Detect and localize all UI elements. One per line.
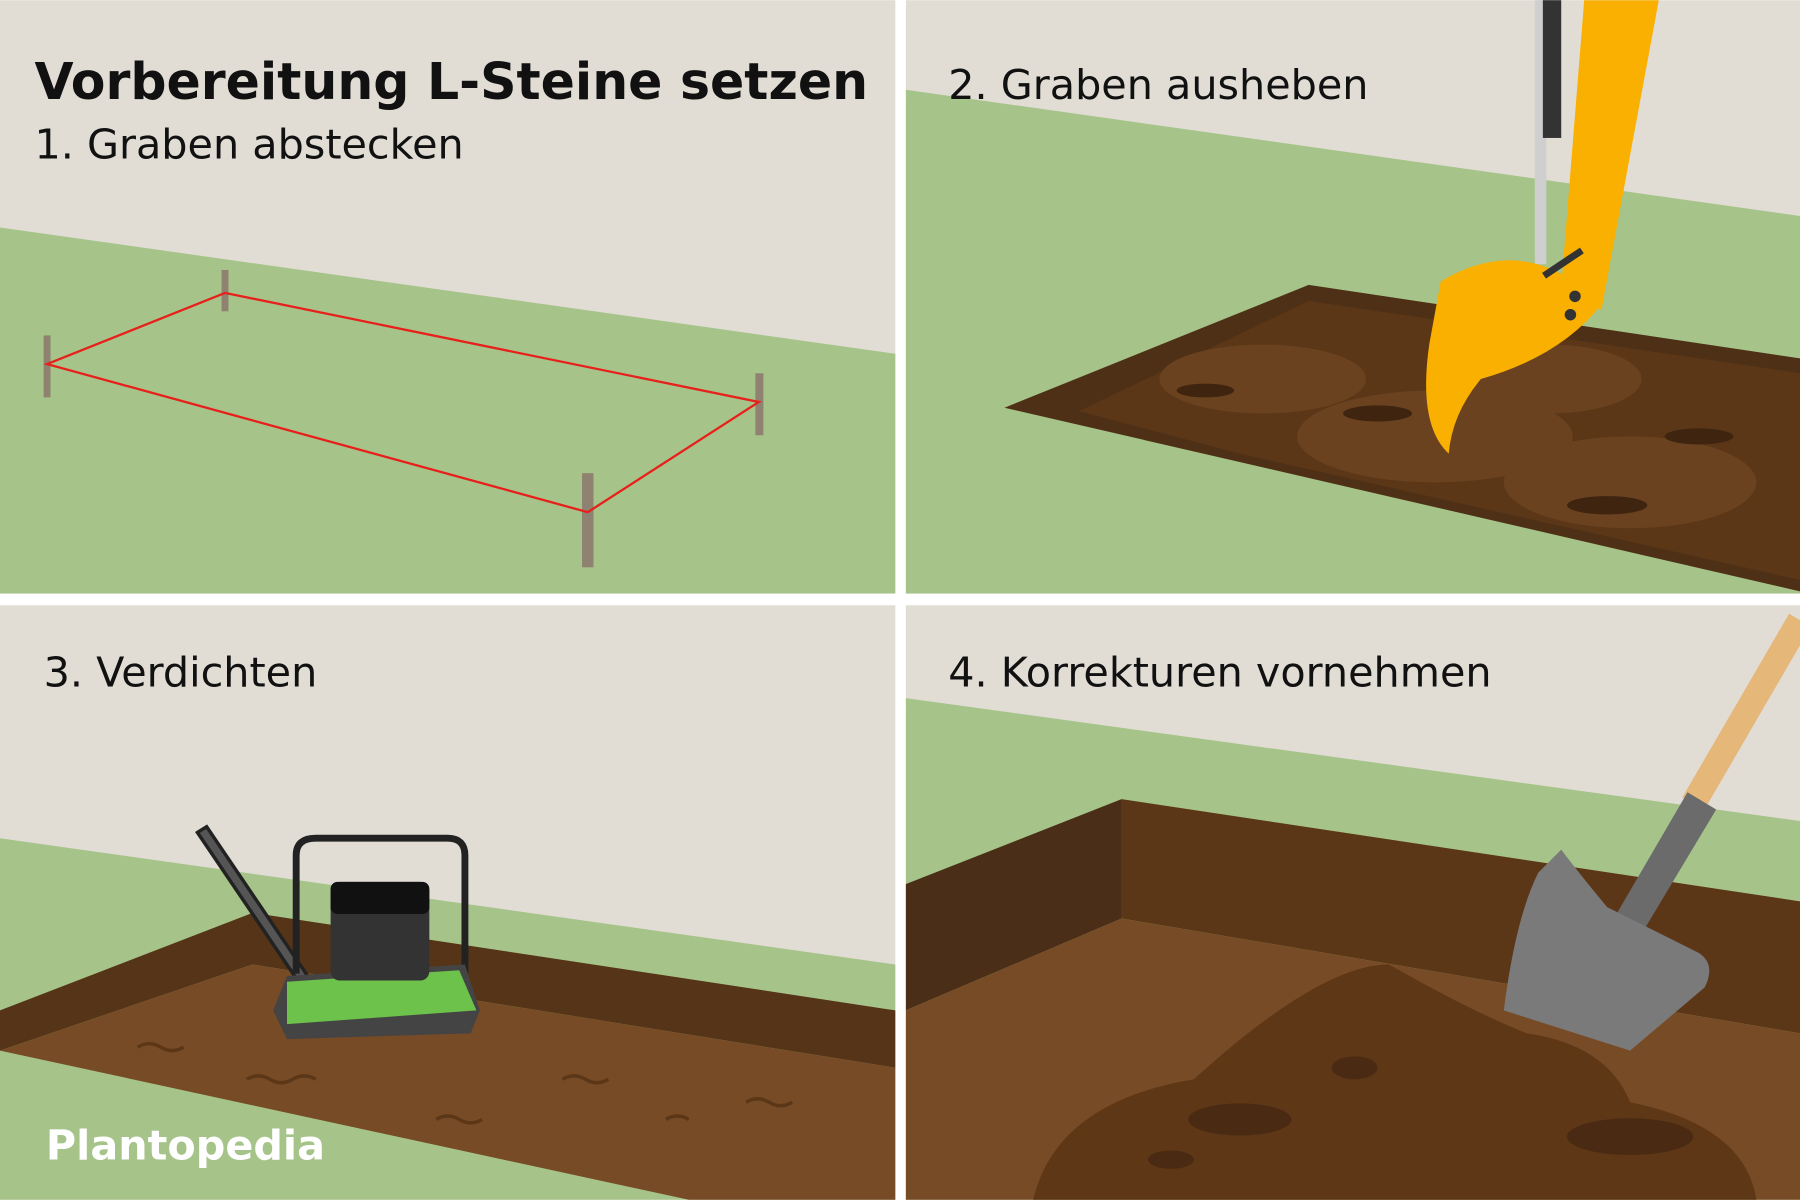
shovel xyxy=(1503,613,1800,1051)
panel-1: Vorbereitung L-Steine setzen 1. Graben a… xyxy=(0,0,896,594)
step-4-label: 4. Korrekturen vornehmen xyxy=(948,649,1491,697)
panel-3: 3. Verdichten Plantopedia xyxy=(0,605,896,1200)
red-string xyxy=(43,291,762,514)
trench-floor xyxy=(0,964,896,1200)
step-1-label: 1. Graben abstecken xyxy=(34,121,463,169)
step-3-label: 3. Verdichten xyxy=(44,649,318,697)
brand-logo: Plantopedia xyxy=(46,1122,325,1170)
stakes xyxy=(43,269,764,568)
excavator-arm xyxy=(1426,0,1659,454)
divider-horizontal xyxy=(0,593,1800,606)
trench-side-wall xyxy=(905,799,1122,1011)
step-2-label: 2. Graben ausheben xyxy=(948,61,1368,109)
plate-compactor xyxy=(195,824,480,1040)
panel-2: 2. Graben ausheben xyxy=(905,0,1800,594)
page-title: Vorbereitung L-Steine setzen xyxy=(34,52,868,111)
panel-4: 4. Korrekturen vornehmen xyxy=(905,605,1800,1200)
